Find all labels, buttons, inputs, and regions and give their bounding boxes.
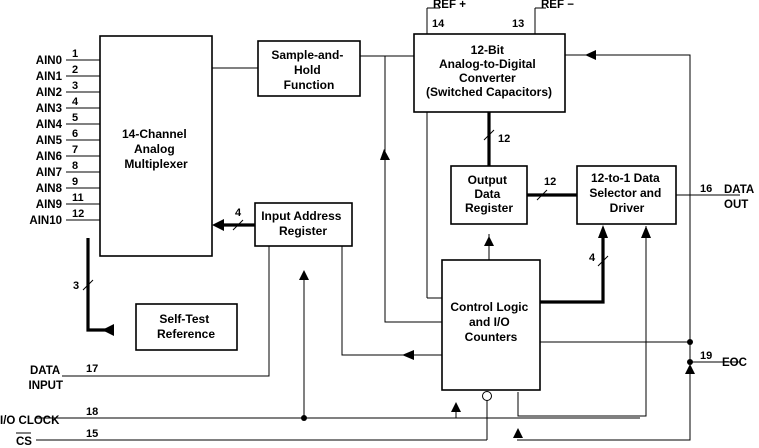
adc-block [413, 33, 566, 113]
data-out-pin: 16 [700, 183, 712, 195]
ain-label: AIN5 [36, 135, 63, 147]
pin-number: 7 [72, 144, 78, 156]
mux-label: 14-Channel Analog Multiplexer [122, 127, 190, 171]
mux-block [99, 35, 213, 257]
pin-number: 11 [72, 192, 84, 204]
ain-label: AIN10 [29, 215, 62, 227]
analog-input-names: AIN0 AIN1 AIN2 AIN3 AIN4 AIN5 AIN6 AIN7 … [29, 55, 62, 227]
cs-label: CS [16, 436, 32, 448]
pin-number: 5 [72, 112, 78, 124]
bus-width-label: 12 [498, 133, 510, 145]
bus-slashes [82, 129, 609, 291]
io-clock-pin: 18 [86, 406, 98, 418]
ain-label: AIN1 [36, 71, 63, 83]
eoc-label: EOC [722, 357, 747, 369]
input-address-label: Input Address Register [261, 209, 345, 238]
pin-number: 2 [72, 64, 78, 76]
pin-number: 8 [72, 160, 78, 172]
self-test-block [135, 303, 238, 351]
output-data-block [450, 165, 528, 225]
bus-width-label: 4 [235, 207, 242, 219]
ain-label: AIN9 [36, 199, 62, 211]
ain-label: AIN7 [36, 167, 62, 179]
bus-width-label: 4 [589, 252, 596, 264]
control-logic-label: Control Logic and I/O Counters [450, 300, 531, 344]
ref-plus-pin: 14 [432, 18, 445, 30]
input-address-block [254, 202, 353, 247]
ref-plus-label: REF + [433, 0, 466, 11]
io-clock-label: I/O CLOCK [0, 415, 60, 427]
pin-number: 12 [72, 208, 84, 220]
pin-number: 4 [72, 96, 79, 108]
output-data-label: Output Data Register [465, 173, 513, 215]
data-input-pin: 17 [86, 363, 98, 375]
data-selector-label: 12-to-1 Data Selector and Driver [589, 171, 664, 215]
data-selector-block [576, 165, 677, 225]
ain-label: AIN2 [36, 87, 62, 99]
pin-number: 6 [72, 128, 78, 140]
sample-hold-block [257, 40, 361, 97]
junctions [301, 339, 693, 421]
ain-label: AIN8 [36, 183, 63, 195]
cs-pin: 15 [86, 428, 98, 440]
control-logic-block [441, 259, 541, 391]
ain-label: AIN0 [36, 55, 62, 67]
ref-minus-pin: 13 [512, 18, 524, 30]
ref-minus-label: REF − [541, 0, 574, 11]
data-out-label: DATA OUT [724, 184, 757, 211]
arrowheads [102, 50, 695, 438]
pin-number: 1 [72, 48, 78, 60]
self-test-label: Self-Test Reference [157, 312, 215, 341]
data-input-label: DATA INPUT [29, 365, 64, 392]
pin-number: 3 [72, 80, 78, 92]
ain-label: AIN4 [36, 119, 63, 131]
ain-label: AIN3 [36, 103, 62, 115]
eoc-pin: 19 [700, 350, 712, 362]
adc-label: 12-Bit Analog-to-Digital Converter (Swit… [426, 43, 552, 99]
ain-label: AIN6 [36, 151, 62, 163]
pin-number: 9 [72, 176, 78, 188]
sample-hold-label: Sample-and- Hold Function [271, 48, 346, 92]
bus-width-label: 3 [73, 280, 79, 292]
analog-input-pins: 1 2 3 4 5 6 7 8 9 11 12 [72, 48, 84, 220]
bus-width-label: 12 [544, 176, 556, 188]
